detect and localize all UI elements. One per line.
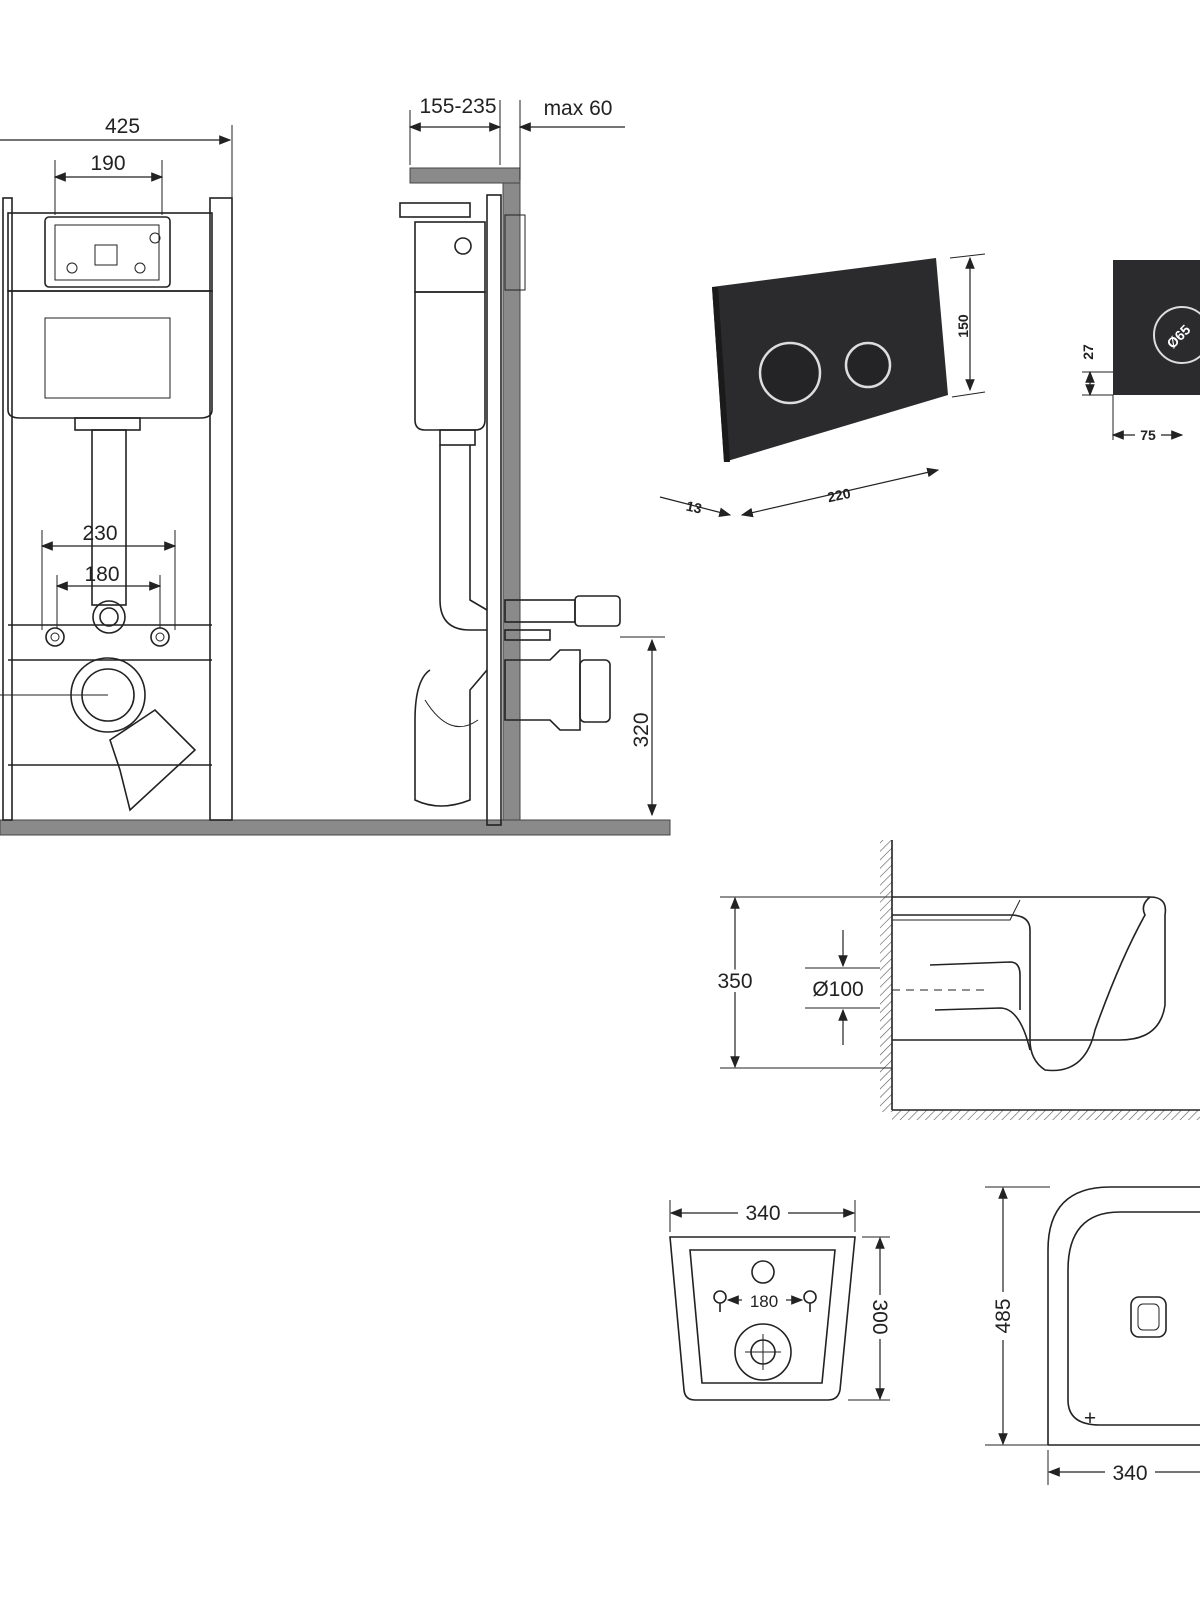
cistern	[7, 290, 213, 419]
dim-bowl-height: 350	[717, 970, 752, 993]
dim-bolt-span-inner: 180	[84, 563, 119, 586]
frame-front-view: 425 190 230 180	[0, 115, 671, 836]
full-flush-button	[758, 341, 822, 405]
flush-mechanism	[44, 216, 171, 288]
center-mark-icon: +	[1084, 1407, 1096, 1430]
dim-outlet-height: 320	[630, 712, 653, 747]
dim-rear-bolt-span: 180	[750, 1292, 778, 1311]
dim-rear-depth: 300	[868, 1299, 891, 1334]
bowl-side-view: 350 Ø100	[713, 840, 1200, 1120]
dim-offset-bottom: 27	[1080, 344, 1096, 360]
square-plate-button	[1153, 306, 1200, 364]
bowl-rear-view: 180 340 300	[669, 1200, 892, 1401]
bowl-outline	[892, 896, 1167, 1041]
dim-rear-width: 340	[745, 1202, 780, 1225]
dim-cover-max: max 60	[544, 97, 613, 120]
frame-side-view: 155-235 max 60 320	[399, 95, 665, 826]
dim-frame-width: 425	[105, 115, 140, 138]
dim-plate-width: 220	[826, 485, 852, 506]
dim-plate-depth: 13	[685, 498, 704, 517]
flush-plate-square: Ø65 27 75	[1080, 260, 1200, 443]
dim-top-length: 485	[992, 1298, 1015, 1333]
top-slab	[409, 167, 521, 184]
bowl-top-view: + 485 340	[985, 1186, 1200, 1485]
dim-wall-depth: 155-235	[419, 95, 496, 118]
dim-plate-height: 150	[955, 314, 971, 338]
dim-flush-width: 190	[90, 152, 125, 175]
side-flush-mechanism	[414, 221, 486, 293]
floor-bar	[0, 819, 671, 836]
flush-plate-round: 150 220 13	[659, 253, 986, 518]
dim-outlet-diameter: Ø100	[812, 978, 863, 1001]
dim-offset-side: 75	[1140, 427, 1156, 443]
wall	[502, 182, 521, 821]
flush-pipe	[91, 429, 127, 606]
dim-top-width: 340	[1112, 1462, 1147, 1485]
half-flush-button	[844, 341, 892, 389]
seat-hinge	[1130, 1296, 1167, 1338]
dim-bolt-span-outer: 230	[82, 522, 117, 545]
